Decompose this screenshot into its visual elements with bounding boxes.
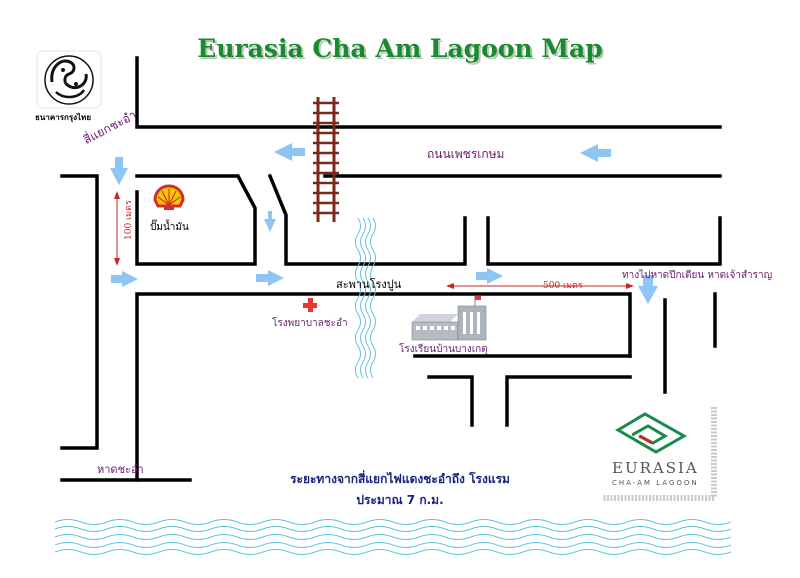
arrow-down-curve xyxy=(264,211,276,232)
road-highway-north-edge xyxy=(135,56,722,129)
distance-100-label: 100 เมตร xyxy=(124,200,134,240)
school-label: โรงเรียนบ้านบางเกตุ xyxy=(399,344,488,355)
railway-ties xyxy=(313,101,339,215)
arrow-down-right xyxy=(638,275,658,304)
bridge-label: สะพานโรงปูน xyxy=(336,278,402,291)
arrow-right-3 xyxy=(476,268,503,284)
arrow-right-2 xyxy=(256,270,284,286)
road-soi-1 xyxy=(427,375,474,427)
bank-name-label: ธนาคารกรุงไทย xyxy=(35,113,92,122)
shell-logo-icon xyxy=(153,184,185,210)
map-title: Eurasia Cha Am Lagoon Map xyxy=(197,34,603,63)
main-road-label: ถนนเพชรเกษม xyxy=(427,147,505,161)
beach-direction-label: ทางไปหาดปึกเตียน หาดเจ้าสำราญ xyxy=(622,270,773,281)
hospital-label: โรงพยาบาลชะอำ xyxy=(272,318,348,329)
eurasia-logo-sub: CHA-AM LAGOON xyxy=(612,479,699,487)
arrow-left-highway-1 xyxy=(274,143,305,161)
road-block-east xyxy=(486,216,722,266)
road-east-south-edge xyxy=(267,173,467,266)
arrow-down-intersection xyxy=(110,157,128,185)
beach-label: หาดชะอำ xyxy=(97,463,144,476)
roads xyxy=(60,56,722,482)
road-block-1 xyxy=(135,174,257,266)
arrow-right-1 xyxy=(111,271,138,287)
railway xyxy=(313,97,339,222)
sea-waves xyxy=(54,519,732,555)
eurasia-logo-icon xyxy=(602,407,717,501)
road-soi-2 xyxy=(505,375,632,427)
canal xyxy=(355,217,376,379)
distance-note-line2: ประมาณ 7 ก.ม. xyxy=(356,493,444,507)
gas-station-label: ปั๊มน้ำมัน xyxy=(150,222,189,233)
arrow-left-highway-2 xyxy=(580,144,611,162)
distance-500-label: 500 เมตร xyxy=(543,281,583,291)
hospital-cross-icon xyxy=(303,298,317,312)
road-highway-south-edge xyxy=(60,174,99,450)
krungthai-bank-logo-icon xyxy=(36,50,102,109)
school-building-icon xyxy=(411,296,487,341)
distance-note-line1: ระยะทางจากสี่แยกไฟแดงชะอำถึง โรงแรม xyxy=(290,472,510,486)
road-beach-road-north xyxy=(135,292,632,482)
direction-arrows xyxy=(110,143,658,304)
eurasia-logo-name: EURASIA xyxy=(612,459,699,477)
